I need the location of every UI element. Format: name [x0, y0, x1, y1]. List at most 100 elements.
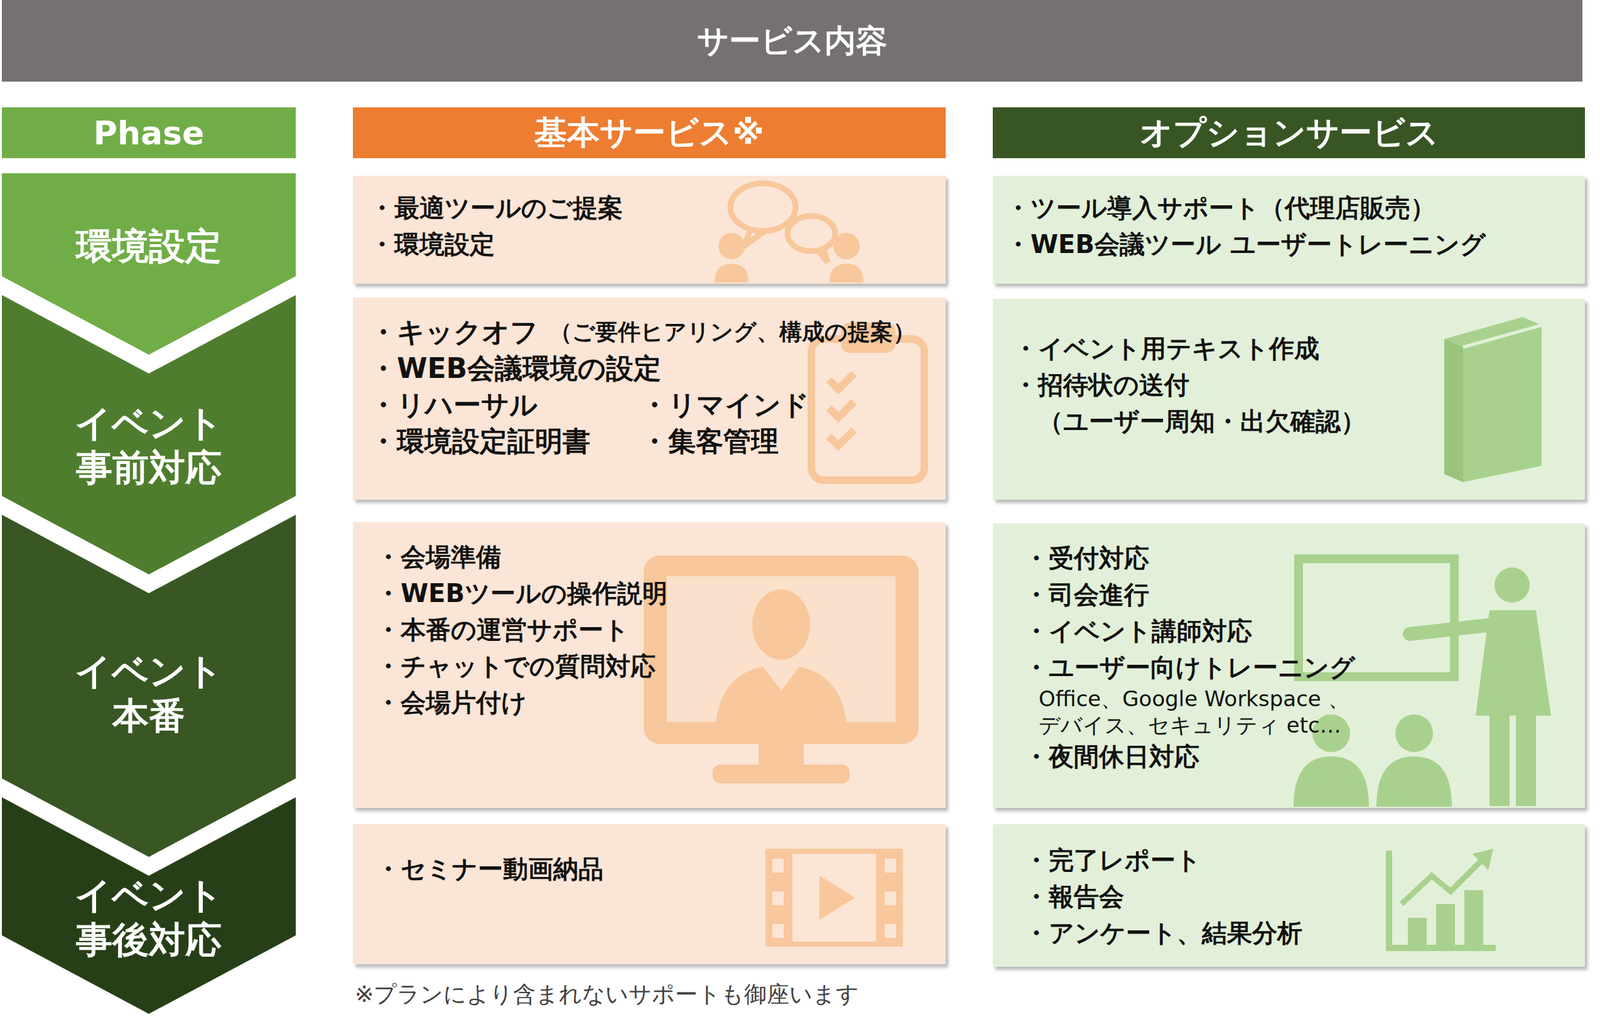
- chart-icon: [1389, 848, 1496, 949]
- icon-part: [772, 891, 784, 906]
- icon-part: [817, 248, 828, 263]
- icon-part: [1376, 756, 1452, 807]
- monitor-icon: [643, 555, 919, 784]
- service-item: ・完了レポート: [1023, 842, 1585, 879]
- icon-part: [844, 326, 892, 350]
- icon-part: [1475, 610, 1552, 716]
- chevron-fill: [1, 295, 296, 575]
- icon-part: [1494, 567, 1530, 603]
- icon-part: [772, 859, 784, 873]
- icon-part: [884, 891, 897, 906]
- icon-part: [884, 924, 897, 939]
- item-list: ・ツール導入サポート（代理店販売）・WEB会議ツール ユーザートレーニング: [1005, 189, 1585, 263]
- phase-label: 環境設定: [54, 224, 244, 269]
- service-item: ・最適ツールのご提案: [369, 189, 946, 227]
- item-list: ・会場準備・WEBツールの操作説明・本番の運営サポート・チャットでの質問対応・会…: [375, 538, 946, 721]
- phase-label: イベント 本番: [54, 649, 244, 739]
- icon-part: [718, 232, 745, 260]
- header-text: 基本サービス※: [534, 111, 765, 156]
- service-box: ・セミナー動画納品: [352, 824, 946, 965]
- header-text: Phase: [93, 114, 205, 152]
- column-header: 基本サービス※: [352, 107, 946, 159]
- service-item: ・受付対応: [1023, 540, 1585, 577]
- column-header: オプションサービス: [992, 107, 1585, 159]
- icon-part: [1389, 850, 1496, 949]
- icon-part: [666, 576, 896, 723]
- icon-part: [765, 848, 903, 947]
- service-item: ・会場片付け: [375, 684, 946, 721]
- icon-part: [712, 764, 850, 784]
- service-box: ・最適ツールのご提案・環境設定: [352, 175, 946, 284]
- service-item: ・本番の運営サポート: [375, 611, 946, 649]
- icon-part: [884, 859, 897, 873]
- icon-part: [752, 589, 811, 660]
- service-item: ・ツール導入サポート（代理店販売）: [1005, 189, 1585, 227]
- icon-part: [828, 401, 855, 418]
- phase-label: イベント 事後対応: [54, 873, 244, 963]
- service-item: ・セミナー動画納品: [375, 850, 946, 888]
- item-list: ・完了レポート・報告会・アンケート、結果分析: [1023, 842, 1585, 952]
- icon-part: [1401, 859, 1484, 905]
- icon-part: [792, 854, 876, 942]
- icon-part: [1298, 558, 1455, 677]
- title-text: サービス内容: [697, 20, 888, 63]
- phase-label: イベント 事前対応: [54, 401, 244, 491]
- presenter-icon: [1293, 558, 1552, 807]
- chevron-fill: [1, 514, 296, 858]
- icon-part: [1312, 714, 1351, 753]
- icon-part: [1463, 325, 1542, 348]
- service-item: ・キックオフ: [369, 313, 539, 351]
- icon-part: [1407, 918, 1427, 946]
- icon-part: [1464, 890, 1484, 946]
- service-item: （ユーザー周知・出欠確認）: [1012, 403, 1585, 440]
- icon-part: [1436, 904, 1455, 946]
- service-box: ・受付対応・司会進行・イベント講師対応・ユーザー向けトレーニングOffice、G…: [992, 523, 1585, 809]
- phase-chevron: イベント 事後対応: [1, 797, 296, 1015]
- item-list: ・受付対応・司会進行・イベント講師対応・ユーザー向けトレーニングOffice、G…: [1023, 540, 1585, 775]
- footnote: ※プランにより含まれないサポートも御座います: [354, 979, 860, 1011]
- icon-part: [833, 232, 860, 260]
- icon-part: [1444, 339, 1464, 483]
- icon-part: [787, 216, 836, 252]
- chevron-label-wrap: イベント 事後対応: [1, 873, 296, 963]
- service-item: ・環境設定証明書: [369, 423, 591, 460]
- service-item: ・リマインド: [640, 386, 810, 424]
- icon-part: [1409, 624, 1494, 635]
- icon-part: [1444, 317, 1542, 483]
- phase-chevron: イベント 本番: [1, 514, 296, 858]
- service-box: ・イベント用テキスト作成・招待状の送付（ユーザー周知・出欠確認）: [992, 298, 1585, 500]
- note-text: （ご要件ヒアリング、構成の提案）: [549, 316, 916, 348]
- icon-part: [819, 875, 856, 920]
- icon-part: [1395, 714, 1433, 753]
- item-list: ・セミナー動画納品: [375, 850, 946, 888]
- service-item: ・アンケート、結果分析: [1023, 914, 1585, 952]
- book-icon: [1444, 317, 1542, 483]
- service-box: ・会場準備・WEBツールの操作説明・本番の運営サポート・チャットでの質問対応・会…: [352, 522, 946, 809]
- header-text: オプションサービス: [1139, 111, 1439, 156]
- detail-text: Office、Google Workspace 、 デバイス、セキュリティ et…: [1023, 685, 1416, 739]
- icon-part: [758, 744, 804, 767]
- service-item: ・WEBツールの操作説明: [375, 575, 946, 612]
- chevron-label-wrap: 環境設定: [1, 224, 296, 269]
- meeting-icon: [714, 183, 864, 283]
- clipboard-icon: [811, 326, 925, 481]
- icon-part: [714, 263, 749, 283]
- icon-part: [829, 263, 864, 283]
- icon-part: [772, 924, 784, 939]
- icon-part: [1293, 756, 1369, 807]
- service-item: ・集客管理: [640, 423, 779, 460]
- icon-part: [811, 339, 925, 481]
- film-icon: [765, 848, 903, 947]
- service-item: ・イベント用テキスト作成: [1012, 330, 1585, 367]
- title-bar: サービス内容: [1, 0, 1583, 82]
- chevron-label-wrap: イベント 本番: [1, 649, 296, 739]
- service-item: ・リハーサル: [369, 386, 538, 424]
- chevron-label-wrap: イベント 事前対応: [1, 401, 296, 491]
- service-item: ・司会進行: [1023, 576, 1585, 613]
- column-header: Phase: [1, 107, 296, 159]
- service-box: ・完了レポート・報告会・アンケート、結果分析: [992, 824, 1585, 968]
- service-item: ・WEB会議環境の設定: [369, 350, 662, 387]
- service-item: ・チャットでの質問対応: [375, 648, 946, 685]
